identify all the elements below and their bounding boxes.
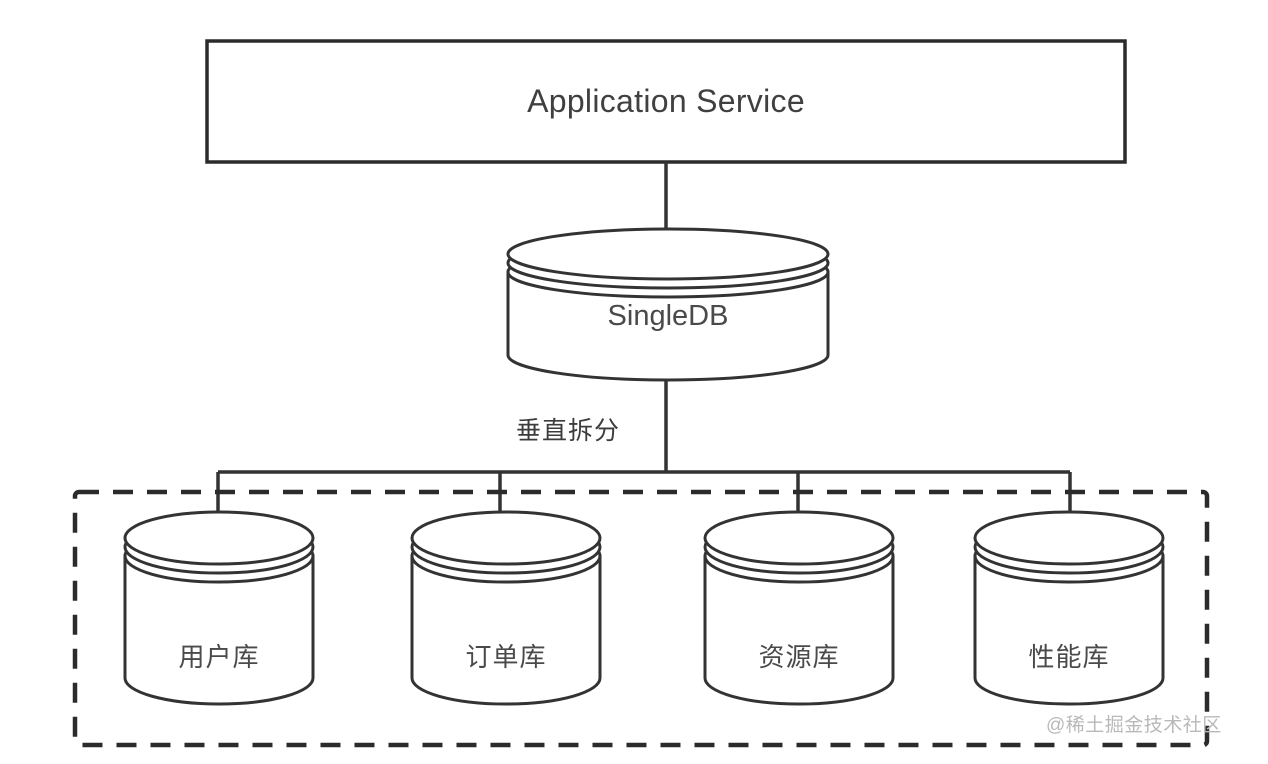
edge-singledb-to-bus — [216, 380, 1081, 527]
shard-cylinder-2 — [410, 510, 602, 706]
singledb-cylinder-icon — [506, 227, 830, 382]
shard-cylinder-4 — [973, 510, 1165, 706]
shard-group-container — [72, 489, 1210, 748]
shard-cylinder-3 — [703, 510, 895, 706]
shard-cylinder-1 — [123, 510, 315, 706]
application-service-box — [205, 39, 1127, 164]
